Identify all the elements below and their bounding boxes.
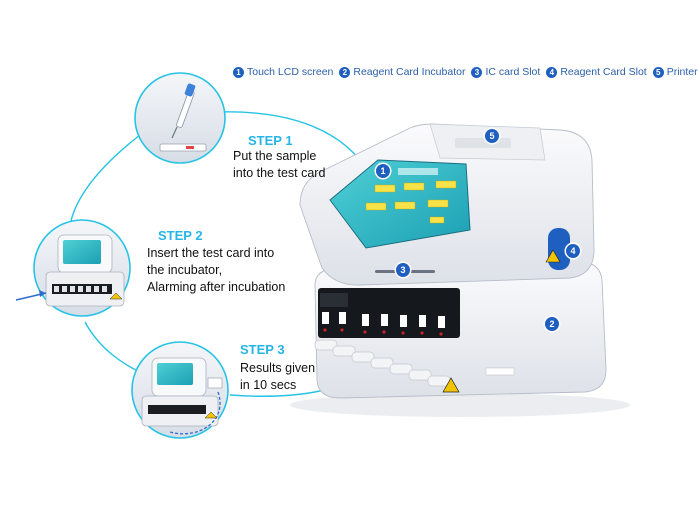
legend-number-badge: 5 bbox=[652, 66, 664, 78]
callout-ic-card-slot: 3 bbox=[396, 263, 410, 277]
step2-line: Insert the test card into bbox=[147, 246, 275, 260]
legend-label: Printer bbox=[666, 66, 698, 78]
step3-device-illustration bbox=[131, 341, 229, 439]
callout-reagent-card-slot: 4 bbox=[566, 244, 580, 258]
legend-label: Touch LCD screen bbox=[247, 66, 334, 78]
warning-icon bbox=[545, 249, 561, 263]
analyzer-head bbox=[299, 123, 595, 286]
legend-item-1: 1 Touch LCD screen bbox=[233, 66, 333, 78]
step1-pipette-illustration bbox=[134, 72, 226, 164]
main-device bbox=[290, 261, 630, 417]
legend-item-3: 3 IC card Slot bbox=[471, 66, 540, 78]
step3-title: STEP 3 bbox=[240, 342, 285, 357]
step2-description: Insert the test card into the incubator,… bbox=[147, 245, 285, 296]
component-legend: 1 Touch LCD screen 2 Reagent Card Incuba… bbox=[233, 66, 700, 78]
biohazard-warning-icon bbox=[442, 377, 460, 393]
screen-buttons bbox=[365, 180, 457, 224]
legend-label: Reagent Card Slot bbox=[560, 66, 647, 78]
step2-title: STEP 2 bbox=[158, 228, 203, 243]
legend-item-4: 4 Reagent Card Slot bbox=[546, 66, 647, 78]
step1-line: Put the sample bbox=[233, 149, 317, 163]
insert-arrow bbox=[15, 290, 47, 301]
legend-number-badge: 2 bbox=[339, 66, 351, 78]
legend-label: Reagent Card Incubator bbox=[353, 66, 466, 78]
step1-title: STEP 1 bbox=[248, 133, 293, 148]
step3-line: Results given bbox=[240, 361, 316, 375]
incubator-slots bbox=[322, 312, 445, 328]
workflow-arc bbox=[69, 134, 141, 226]
legend-item-2: 2 Reagent Card Incubator bbox=[339, 66, 465, 78]
legend-item-5: 5 Printer bbox=[652, 66, 698, 78]
reagent-card-trays bbox=[314, 339, 451, 387]
callout-touch-screen: 1 bbox=[376, 164, 390, 178]
callout-incubator: 2 bbox=[545, 317, 559, 331]
legend-number-badge: 3 bbox=[471, 66, 483, 78]
workflow-arc bbox=[84, 321, 141, 373]
step2-device-illustration bbox=[33, 219, 131, 317]
step2-line: the incubator, bbox=[147, 263, 223, 277]
legend-number-badge: 4 bbox=[546, 66, 558, 78]
legend-label: IC card Slot bbox=[485, 66, 541, 78]
step3-description: Results given in 10 secs bbox=[240, 360, 315, 394]
step1-description: Put the sample into the test card bbox=[233, 148, 325, 182]
callout-printer: 5 bbox=[485, 129, 499, 143]
step3-line: in 10 secs bbox=[240, 378, 297, 392]
step2-line: Alarming after incubation bbox=[147, 280, 286, 294]
legend-number-badge: 1 bbox=[233, 66, 244, 78]
step1-line: into the test card bbox=[233, 166, 326, 180]
